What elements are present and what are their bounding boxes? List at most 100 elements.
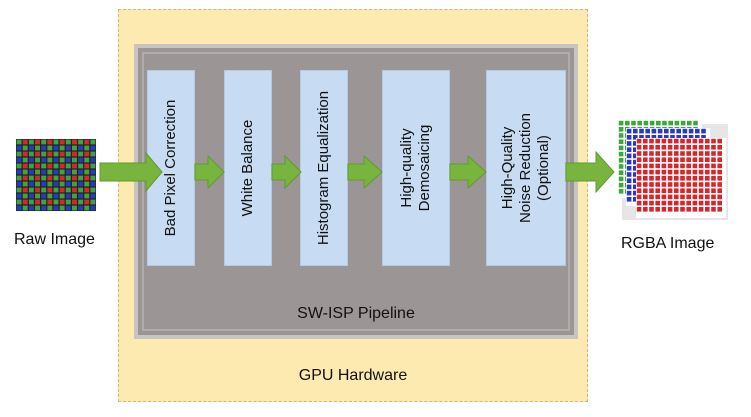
bayer-pixel (35, 169, 41, 175)
bayer-pixel (84, 205, 90, 211)
sw-isp-pipeline-inner-border (142, 52, 570, 331)
bayer-pixel (16, 145, 22, 151)
bayer-pixel (71, 151, 77, 157)
bayer-pixel (78, 205, 84, 211)
bayer-pixel (59, 205, 65, 211)
bayer-pixel (47, 151, 53, 157)
bayer-pixel (16, 157, 22, 163)
bayer-pixel (65, 151, 71, 157)
bayer-pixel (41, 199, 47, 205)
bayer-pixel (65, 205, 71, 211)
bayer-pixel (35, 145, 41, 151)
bayer-pixel (90, 193, 96, 199)
bayer-pixel (28, 175, 34, 181)
stage-white-balance: White Balance (224, 70, 272, 266)
bayer-pixel (71, 181, 77, 187)
bayer-pixel (78, 163, 84, 169)
bayer-pixel (22, 175, 28, 181)
bayer-pixel (71, 163, 77, 169)
bayer-pixel (90, 151, 96, 157)
bayer-pixel (90, 169, 96, 175)
bayer-pixel (78, 169, 84, 175)
bayer-pixel (84, 151, 90, 157)
bayer-pixel (47, 181, 53, 187)
bayer-pixel (71, 139, 77, 145)
bayer-pixel (71, 175, 77, 181)
bayer-pixel (65, 199, 71, 205)
bayer-pixel (41, 145, 47, 151)
bayer-pixel (28, 145, 34, 151)
bayer-pixel (59, 169, 65, 175)
bayer-pixel (22, 181, 28, 187)
bayer-pixel (53, 199, 59, 205)
bayer-pixel (53, 145, 59, 151)
bayer-pixel (53, 163, 59, 169)
bayer-pixel (22, 169, 28, 175)
rgba-image-planes-icon (618, 120, 728, 220)
bayer-pixel (65, 181, 71, 187)
bayer-pixel (47, 169, 53, 175)
bayer-pixel (28, 187, 34, 193)
bayer-pixel (28, 151, 34, 157)
bayer-pixel (22, 163, 28, 169)
stage-histogram-equalization: Histogram Equalization (300, 70, 348, 266)
bayer-pixel (84, 175, 90, 181)
bayer-pixel (59, 151, 65, 157)
rgba-image-label: RGBA Image (621, 235, 715, 252)
bayer-pixel (16, 169, 22, 175)
bayer-pixel (35, 151, 41, 157)
bayer-pixel (28, 139, 34, 145)
bayer-pixel (78, 181, 84, 187)
bayer-pixel (78, 193, 84, 199)
raw-image-bayer-icon (16, 139, 96, 211)
bayer-pixel (47, 199, 53, 205)
bayer-pixel (65, 157, 71, 163)
bayer-pixel (90, 145, 96, 151)
bayer-pixel (84, 157, 90, 163)
bayer-pixel (78, 187, 84, 193)
bayer-pixel (47, 205, 53, 211)
bayer-pixel (71, 205, 77, 211)
bayer-pixel (47, 175, 53, 181)
bayer-pixel (59, 145, 65, 151)
bayer-pixel (78, 139, 84, 145)
arrow-demosaicing-to-noise-reduction (449, 154, 487, 190)
bayer-pixel (16, 193, 22, 199)
sw-isp-pipeline-label: SW-ISP Pipeline (297, 305, 415, 322)
bayer-pixel (28, 199, 34, 205)
bayer-pixel (47, 139, 53, 145)
bayer-pixel (65, 187, 71, 193)
red-plane (636, 138, 726, 218)
bayer-pixel (78, 175, 84, 181)
bayer-pixel (78, 151, 84, 157)
bayer-pixel (16, 187, 22, 193)
bayer-pixel (41, 151, 47, 157)
bayer-pixel (90, 139, 96, 145)
bayer-pixel (47, 163, 53, 169)
bayer-pixel (71, 187, 77, 193)
bayer-pixel (28, 157, 34, 163)
raw-image-label: Raw Image (14, 231, 95, 248)
bayer-pixel (16, 175, 22, 181)
bayer-pixel (22, 193, 28, 199)
bayer-pixel (47, 145, 53, 151)
bayer-pixel (59, 157, 65, 163)
bayer-pixel (16, 181, 22, 187)
bayer-pixel (78, 157, 84, 163)
bayer-pixel (16, 199, 22, 205)
bayer-pixel (59, 163, 65, 169)
bayer-pixel (28, 163, 34, 169)
bayer-pixel (28, 181, 34, 187)
bayer-pixel (53, 205, 59, 211)
arrow-noise-reduction-to-rgba (565, 150, 615, 194)
bayer-pixel (53, 169, 59, 175)
gpu-hardware-label: GPU Hardware (298, 367, 408, 384)
bayer-pixel (65, 163, 71, 169)
bayer-pixel (47, 157, 53, 163)
bayer-pixel (35, 193, 41, 199)
bayer-pixel (41, 205, 47, 211)
bayer-pixel (41, 187, 47, 193)
bayer-pixel (59, 199, 65, 205)
bayer-pixel (78, 199, 84, 205)
bayer-pixel (65, 193, 71, 199)
